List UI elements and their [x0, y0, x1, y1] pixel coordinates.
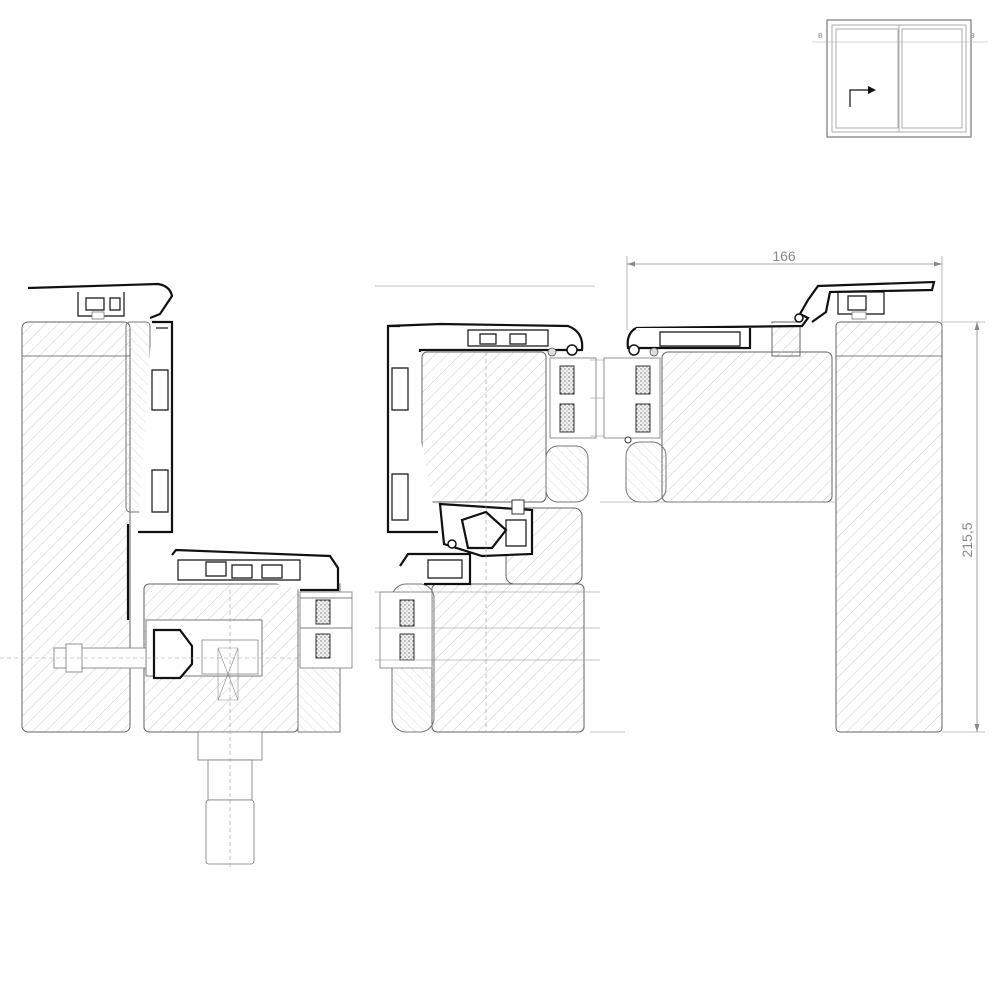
section-mark-left: B [818, 33, 823, 40]
vertical-cladding [138, 320, 174, 534]
hinge-pin [152, 628, 194, 680]
detail-right-jamb [600, 280, 943, 733]
width-dimension-label: 166 [772, 248, 796, 264]
section-mark-right: B [970, 33, 975, 40]
upper-cover-profile [387, 322, 584, 352]
frame-packer [771, 321, 801, 357]
wall-block [21, 321, 131, 733]
frame-block-upper [421, 351, 547, 503]
frame-block-right [661, 351, 833, 503]
key-plan: B B [812, 19, 988, 138]
sash-block-lower [431, 583, 585, 733]
lower-cover-profile [399, 552, 472, 586]
wall-block-right [835, 321, 943, 733]
detail-left-jamb [0, 282, 353, 870]
dimension-width: 166 [626, 248, 943, 330]
detail-meeting-stile [375, 285, 625, 733]
section-cut-line: B B [812, 33, 988, 43]
height-dimension-label: 215,5 [959, 522, 975, 557]
bead-right [625, 441, 667, 503]
bead-upper [545, 445, 589, 503]
opening-direction-arrow-icon [849, 86, 876, 107]
dimension-height: 215,5 [942, 321, 985, 733]
right-cover-profile [635, 280, 936, 330]
top-cover-profile [27, 282, 174, 320]
